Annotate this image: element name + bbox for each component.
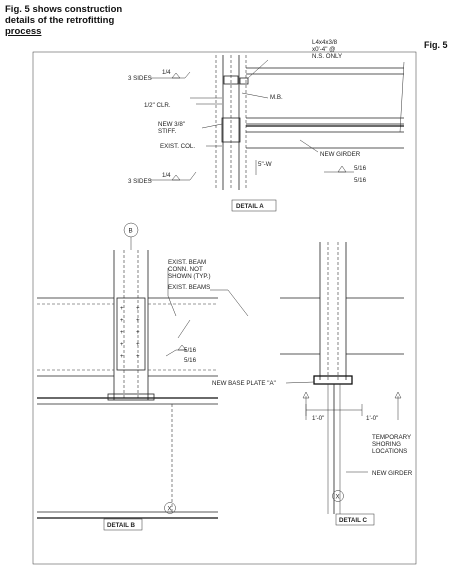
beam-note-3: SHOWN (TYP.)	[168, 273, 211, 280]
detail-c: X NEW BASE PLATE "A" 1'-0" 1'-0" TEMPORA…	[212, 242, 413, 526]
svg-text:+: +	[120, 305, 124, 312]
angle-note-2: x0'-4" @	[312, 46, 335, 53]
svg-text:+: +	[120, 329, 124, 336]
detail-a-title: DETAIL A	[236, 203, 264, 210]
caption-line-2: details of the retrofitting	[5, 15, 115, 26]
weld-symbol-top	[150, 71, 191, 79]
grid-marker-x-b-text: X	[168, 506, 172, 513]
grid-marker-x-c	[332, 490, 344, 502]
new-girder-label-c: NEW GIRDER	[372, 470, 413, 477]
detail-b: B + + + + + + + + + +	[37, 222, 249, 531]
existing-column-label: EXIST. COL.	[160, 143, 195, 150]
detail-a-title-box	[231, 199, 277, 212]
existing-column	[215, 55, 247, 190]
locations-label: LOCATIONS	[372, 448, 407, 455]
detail-b-title: DETAIL B	[107, 522, 135, 529]
temporary-label: TEMPORARY	[372, 434, 411, 441]
weld-5w-label: 5"-W	[258, 161, 272, 168]
svg-text:+: +	[120, 317, 124, 324]
new-girder-b	[37, 397, 218, 519]
detail-c-title-box	[335, 513, 375, 526]
dim-left-label: 1'-0"	[312, 415, 324, 422]
weld-symbol-bottom	[150, 171, 197, 181]
weld-size-top: 1/4	[162, 69, 171, 76]
angle-clip	[223, 75, 239, 85]
new-girder-label-a: NEW GIRDER	[320, 151, 361, 158]
svg-text:+: +	[136, 353, 140, 360]
weld-size-bottom: 1/4	[162, 172, 171, 179]
detail-c-title: DETAIL C	[339, 517, 367, 524]
shoring-label: SHORING	[372, 441, 401, 448]
column-c	[319, 242, 347, 380]
svg-text:+: +	[136, 305, 140, 312]
sheet-border	[32, 51, 417, 565]
detail-a: L4x4x3/8 x0'-4" @ N.S. ONLY M.B. 3 SIDES…	[128, 39, 405, 212]
figure-caption: Fig. 5 shows construction details of the…	[5, 4, 155, 37]
figure-number-label: Fig. 5	[424, 40, 448, 50]
new-girder-a	[246, 125, 404, 149]
column-b	[113, 250, 149, 400]
svg-text:+: +	[136, 341, 140, 348]
weld-symbol-b	[177, 344, 187, 351]
grid-marker-x-c-text: X	[336, 494, 340, 501]
new-base-plate	[313, 375, 353, 385]
existing-beams-b	[37, 297, 218, 377]
existing-beams-c	[280, 297, 404, 355]
weld-size-right-bottom: 5/16	[354, 177, 367, 184]
svg-text:+: +	[120, 341, 124, 348]
existing-beam-right	[246, 61, 405, 133]
grid-marker-b-text: B	[129, 228, 133, 235]
weld-size-b-bottom: 5/16	[184, 357, 197, 364]
beam-note-1: EXIST. BEAM	[168, 259, 206, 266]
weld-size-right-top: 5/16	[354, 165, 367, 172]
new-stiffener	[221, 117, 241, 143]
svg-text:+: +	[136, 317, 140, 324]
stiffener-label-2: STIFF.	[158, 128, 176, 135]
angle-note-3: N.S. ONLY	[312, 53, 342, 60]
existing-beams-label: EXIST. BEAMS	[168, 284, 210, 291]
caption-line-3: process	[5, 26, 42, 37]
sides-top-label: 3 SIDES	[128, 75, 152, 82]
detail-b-title-box	[103, 518, 143, 531]
base-plate-b	[107, 393, 155, 401]
caption-line-1: Fig. 5 shows construction	[5, 4, 123, 15]
angle-note-1: L4x4x3/8	[312, 39, 338, 46]
grid-marker-x-b	[164, 502, 176, 514]
new-base-plate-label: NEW BASE PLATE "A"	[212, 380, 276, 387]
mb-label: M.B.	[270, 94, 283, 101]
sides-bottom-label: 3 SIDES	[128, 178, 152, 185]
beam-note-2: CONN. NOT	[168, 266, 203, 273]
svg-text:+: +	[136, 329, 140, 336]
bolt-pattern: + + + + + + + + + +	[120, 305, 140, 360]
angle-clip-small	[239, 77, 249, 85]
clearance-label: 1/2" CLR.	[144, 102, 171, 109]
dim-right-label: 1'-0"	[366, 415, 378, 422]
stiffener-label-1: NEW 3/8"	[158, 121, 185, 128]
weld-size-b-top: 5/16	[184, 347, 197, 354]
svg-text:+: +	[120, 353, 124, 360]
bolted-plate	[116, 297, 146, 371]
